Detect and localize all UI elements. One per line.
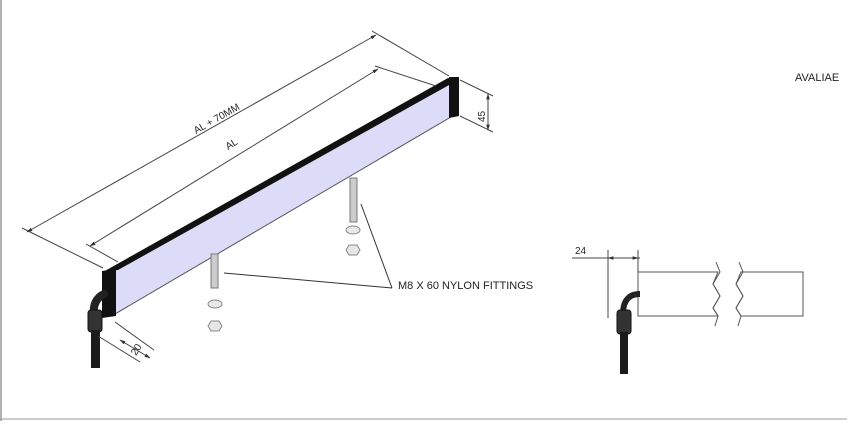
nut-icon: [345, 244, 361, 256]
dim-label-side: 24: [575, 246, 587, 257]
dim-side: [572, 250, 640, 318]
side-cable-icon: [620, 332, 628, 374]
dim-height: [459, 79, 494, 133]
dim-label-overall: AL + 70MM: [192, 102, 242, 137]
bar-right-endcap: [449, 77, 459, 118]
cable-gland-icon: [87, 309, 103, 333]
dim-label-height: 45: [477, 110, 488, 122]
stud-icon: [210, 253, 219, 289]
fitting-left: [207, 253, 223, 332]
fittings-leaders: [223, 203, 393, 289]
availability-note: AVALIAE: [795, 72, 839, 84]
dim-active-length: [85, 65, 437, 263]
side-cable-gland-icon: [616, 309, 632, 335]
bar-top-strip: [103, 78, 458, 272]
washer-icon: [345, 225, 361, 235]
profile-section-right: [735, 271, 804, 317]
stud-icon: [349, 177, 358, 223]
profile-section-left: [637, 271, 721, 317]
nut-icon: [207, 320, 223, 332]
cable-assembly: [87, 290, 108, 368]
washer-icon: [207, 299, 223, 309]
break-lines: [712, 261, 744, 327]
side-detail-view: 24: [572, 246, 804, 374]
fitting-right: [345, 177, 361, 256]
bar-left-endcap: [102, 269, 116, 318]
side-cable-bend: [620, 291, 641, 313]
cable-icon: [91, 330, 100, 368]
dim-label-offset: 20: [129, 342, 144, 358]
fittings-callout: M8 X 60 NYLON FITTINGS: [398, 280, 533, 292]
dim-label-active: AL: [224, 137, 241, 153]
dim-cable-offset: [97, 321, 155, 363]
